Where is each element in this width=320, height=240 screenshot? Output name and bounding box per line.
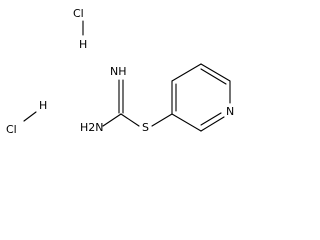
- sulfur-label: S: [142, 121, 149, 134]
- salt-2-hydrogen-label: H: [39, 99, 47, 112]
- ring-bond-c4-c5: [171, 63, 202, 82]
- ring-nitrogen-label: N: [226, 105, 234, 118]
- c-nh2-bond: [102, 113, 122, 127]
- ring-bond-c2-c3: [171, 113, 202, 132]
- salt-2-chlorine-label: Cl: [6, 123, 17, 136]
- ring-bond-c5-c6: [200, 63, 231, 82]
- amine-h2n-label: H2N: [80, 121, 104, 134]
- salt-1-hydrogen-label: H: [79, 38, 87, 51]
- imine-nh-label: NH: [110, 65, 127, 78]
- ring-bond-c5-c6-inner: [200, 68, 227, 85]
- salt-1-chlorine-label: Cl: [73, 7, 84, 20]
- c-s-bond: [120, 113, 140, 127]
- chemical-structure: Cl H H Cl NH H2N S N: [6, 7, 234, 136]
- salt-2-h-cl-bond: [23, 111, 37, 122]
- s-ring-bond: [151, 113, 173, 127]
- ring-bond-n-c2: [200, 116, 225, 132]
- ring-bond-n-c2-inner: [200, 112, 222, 126]
